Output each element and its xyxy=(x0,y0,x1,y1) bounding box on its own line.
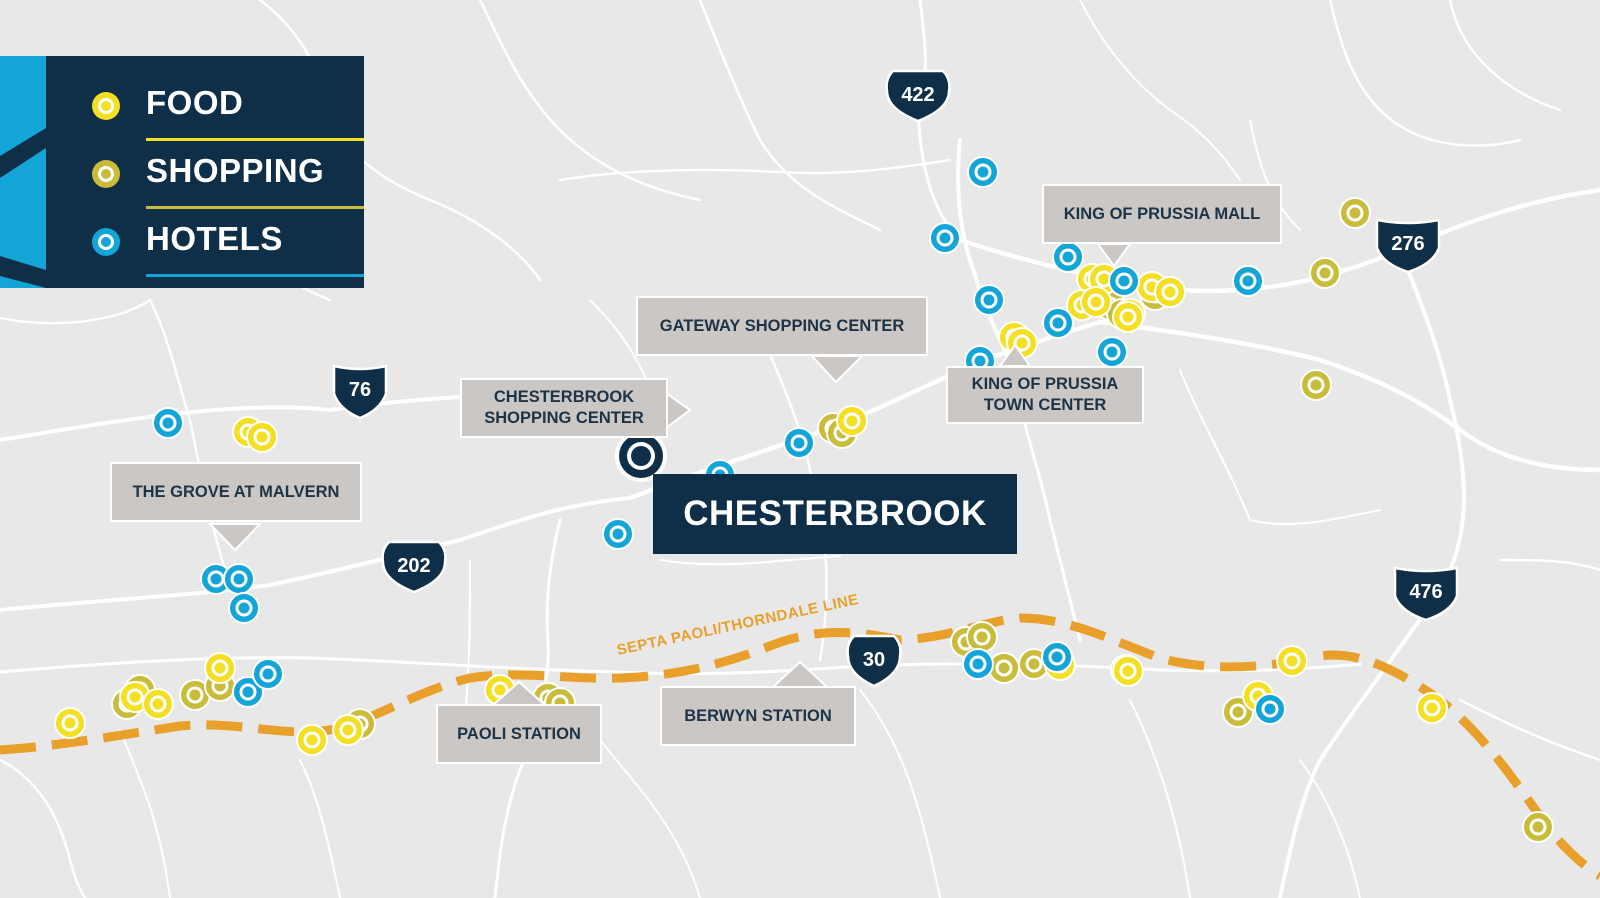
food-marker[interactable] xyxy=(1080,286,1112,318)
food-marker[interactable] xyxy=(1416,692,1448,724)
highway-shield-76: 76 xyxy=(332,364,388,420)
hotels-marker[interactable] xyxy=(929,222,961,254)
food-marker[interactable] xyxy=(836,405,868,437)
food-marker[interactable] xyxy=(142,688,174,720)
food-marker[interactable] xyxy=(296,724,328,756)
callout-king-of-prussia-mall[interactable]: KING OF PRUSSIA MALL xyxy=(1042,184,1282,244)
hotels-marker[interactable] xyxy=(1041,641,1073,673)
highway-number: 422 xyxy=(901,84,934,106)
callout-text: GATEWAY SHOPPING CENTER xyxy=(659,316,905,335)
callout-text: THE GROVE AT MALVERN xyxy=(132,482,340,501)
callout-gateway-shopping-center[interactable]: GATEWAY SHOPPING CENTER xyxy=(636,296,928,356)
food-marker[interactable] xyxy=(1276,645,1308,677)
highway-shield-276: 276 xyxy=(1375,218,1441,274)
callout-text: PAOLI STATION xyxy=(457,724,581,743)
hotels-marker[interactable] xyxy=(252,658,284,690)
highway-shield-476: 476 xyxy=(1393,566,1459,622)
shopping-marker[interactable] xyxy=(179,679,211,711)
callout-text-line2: TOWN CENTER xyxy=(983,396,1107,414)
highway-number: 276 xyxy=(1391,233,1424,255)
food-marker[interactable] xyxy=(246,421,278,453)
callout-the-grove-at-malvern[interactable]: THE GROVE AT MALVERN xyxy=(110,462,362,522)
food-marker[interactable] xyxy=(204,652,236,684)
food-marker-icon xyxy=(92,92,120,120)
shopping-marker[interactable] xyxy=(1339,197,1371,229)
shopping-marker[interactable] xyxy=(1309,257,1341,289)
hotels-marker[interactable] xyxy=(1042,307,1074,339)
chesterbrook-label: CHESTERBROOK xyxy=(653,474,1017,554)
highway-number: 76 xyxy=(349,379,371,401)
hotels-marker[interactable] xyxy=(232,676,264,708)
hotels-marker[interactable] xyxy=(152,407,184,439)
shopping-marker[interactable] xyxy=(1522,811,1554,843)
shopping-marker[interactable] xyxy=(1300,369,1332,401)
hotels-marker[interactable] xyxy=(228,592,260,624)
food-marker[interactable] xyxy=(1112,301,1144,333)
food-marker[interactable] xyxy=(332,714,364,746)
legend-underline-shopping xyxy=(146,206,364,209)
shopping-marker[interactable] xyxy=(988,652,1020,684)
hotels-marker[interactable] xyxy=(973,284,1005,316)
hotels-marker[interactable] xyxy=(1254,693,1286,725)
hotels-marker[interactable] xyxy=(1108,265,1140,297)
callout-berwyn-station[interactable]: BERWYN STATION xyxy=(660,686,856,746)
legend: FOOD SHOPPING HOTELS xyxy=(46,56,364,288)
callout-text-line1: CHESTERBROOK xyxy=(493,388,635,407)
callout-text-line2: SHOPPING CENTER xyxy=(484,409,644,427)
legend-label-food: FOOD xyxy=(146,84,244,121)
highway-number: 476 xyxy=(1409,581,1442,603)
legend-label-hotels: HOTELS xyxy=(146,220,283,257)
legend-underline-hotels xyxy=(146,274,364,277)
legend-item-shopping: SHOPPING xyxy=(46,138,364,209)
food-marker[interactable] xyxy=(54,707,86,739)
hotels-marker[interactable] xyxy=(1232,265,1264,297)
callout-text: KING OF PRUSSIA MALL xyxy=(1063,204,1261,223)
legend-label-shopping: SHOPPING xyxy=(146,152,325,189)
legend-accent xyxy=(0,56,46,288)
callout-text: BERWYN STATION xyxy=(684,706,832,725)
highway-shield-202: 202 xyxy=(381,540,447,594)
food-marker[interactable] xyxy=(1154,276,1186,308)
legend-underline-food xyxy=(146,138,364,141)
callout-text-line1: KING OF PRUSSIA xyxy=(971,375,1119,394)
callout-pointers xyxy=(207,243,1132,707)
legend-item-food: FOOD xyxy=(46,70,364,141)
highway-shield-422: 422 xyxy=(885,69,951,123)
highway-number: 30 xyxy=(863,649,885,671)
shopping-marker-icon xyxy=(92,160,120,188)
callout-paoli-station[interactable]: PAOLI STATION xyxy=(436,704,602,764)
hotels-marker[interactable] xyxy=(967,156,999,188)
hotels-marker[interactable] xyxy=(962,648,994,680)
highway-shield-30: 30 xyxy=(846,634,902,688)
callout-king-of-prussia-town-center[interactable]: KING OF PRUSSIA TOWN CENTER xyxy=(946,366,1144,424)
callout-chesterbrook-shopping-center[interactable]: CHESTERBROOK SHOPPING CENTER xyxy=(460,378,668,438)
hotels-marker[interactable] xyxy=(1096,336,1128,368)
highways: 422 276 76 202 30 476 xyxy=(332,69,1459,688)
food-marker[interactable] xyxy=(1112,655,1144,687)
hotel-marker-icon xyxy=(92,228,120,256)
hotels-marker[interactable] xyxy=(223,563,255,595)
hotels-marker[interactable] xyxy=(602,518,634,550)
hotels-marker[interactable] xyxy=(1052,241,1084,273)
chesterbrook-location-pin[interactable] xyxy=(615,430,667,482)
hotels-marker[interactable] xyxy=(783,427,815,459)
shopping-marker[interactable] xyxy=(966,621,998,653)
legend-item-hotels: HOTELS xyxy=(46,206,364,277)
highway-number: 202 xyxy=(397,555,430,577)
